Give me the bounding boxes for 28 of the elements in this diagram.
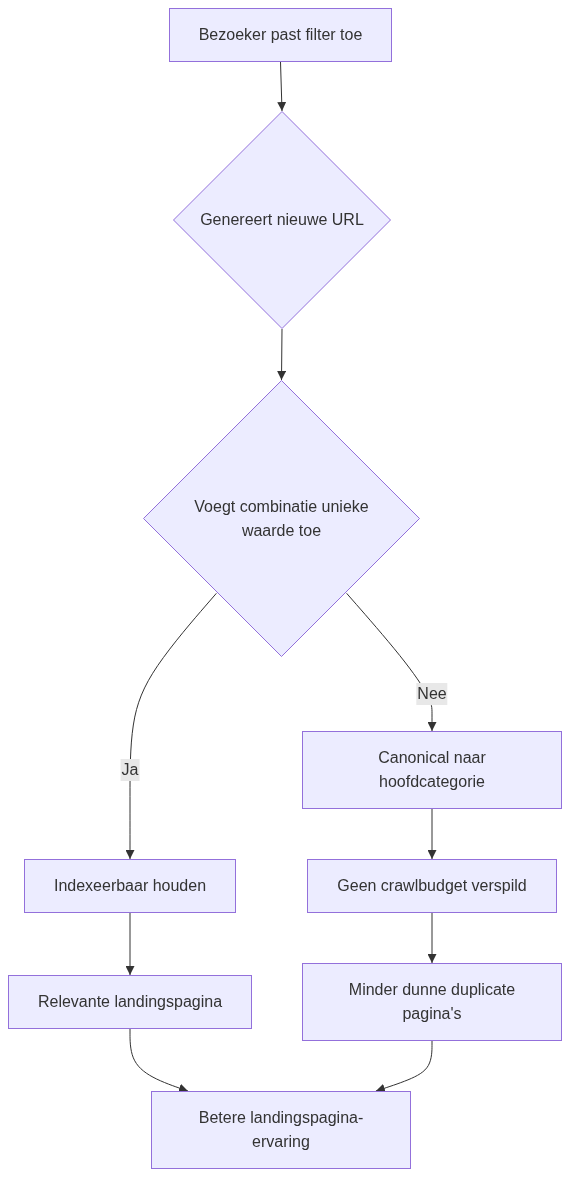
step-text: Geen crawlbudget verspild: [337, 876, 527, 896]
process-box: [307, 859, 557, 913]
edge-label: Ja: [120, 759, 140, 781]
arrow: [277, 61, 287, 112]
step-text: Minder dunne duplicate pagina's: [347, 980, 517, 1024]
process-box: [169, 8, 392, 62]
decision-diamond: [173, 111, 391, 329]
arrow: [427, 912, 437, 964]
process-box: [302, 963, 562, 1041]
question-text: Genereert nieuwe URL: [200, 210, 364, 230]
process-box: [151, 1091, 411, 1169]
edge-label: Nee: [416, 683, 448, 705]
arrow: [277, 328, 287, 381]
arrow: [375, 1040, 433, 1093]
arrow: [125, 912, 135, 976]
step-text: Betere landingspagina-ervaring: [197, 1108, 365, 1152]
step-text: Relevante landingspagina: [37, 992, 223, 1012]
process-box: [8, 975, 252, 1029]
arrow: [427, 808, 437, 860]
question-text: Voegt combinatie unieke waarde toe: [193, 496, 370, 541]
step-text: Indexeerbaar houden: [53, 876, 207, 896]
process-box: [24, 859, 236, 913]
arrow: [125, 592, 217, 860]
decision-diamond: [143, 380, 420, 657]
step-text: Canonical naar hoofdcategorie: [377, 748, 487, 792]
step-text: Bezoeker past filter toe: [198, 25, 363, 45]
process-box: [302, 731, 562, 809]
arrow: [129, 1028, 189, 1093]
